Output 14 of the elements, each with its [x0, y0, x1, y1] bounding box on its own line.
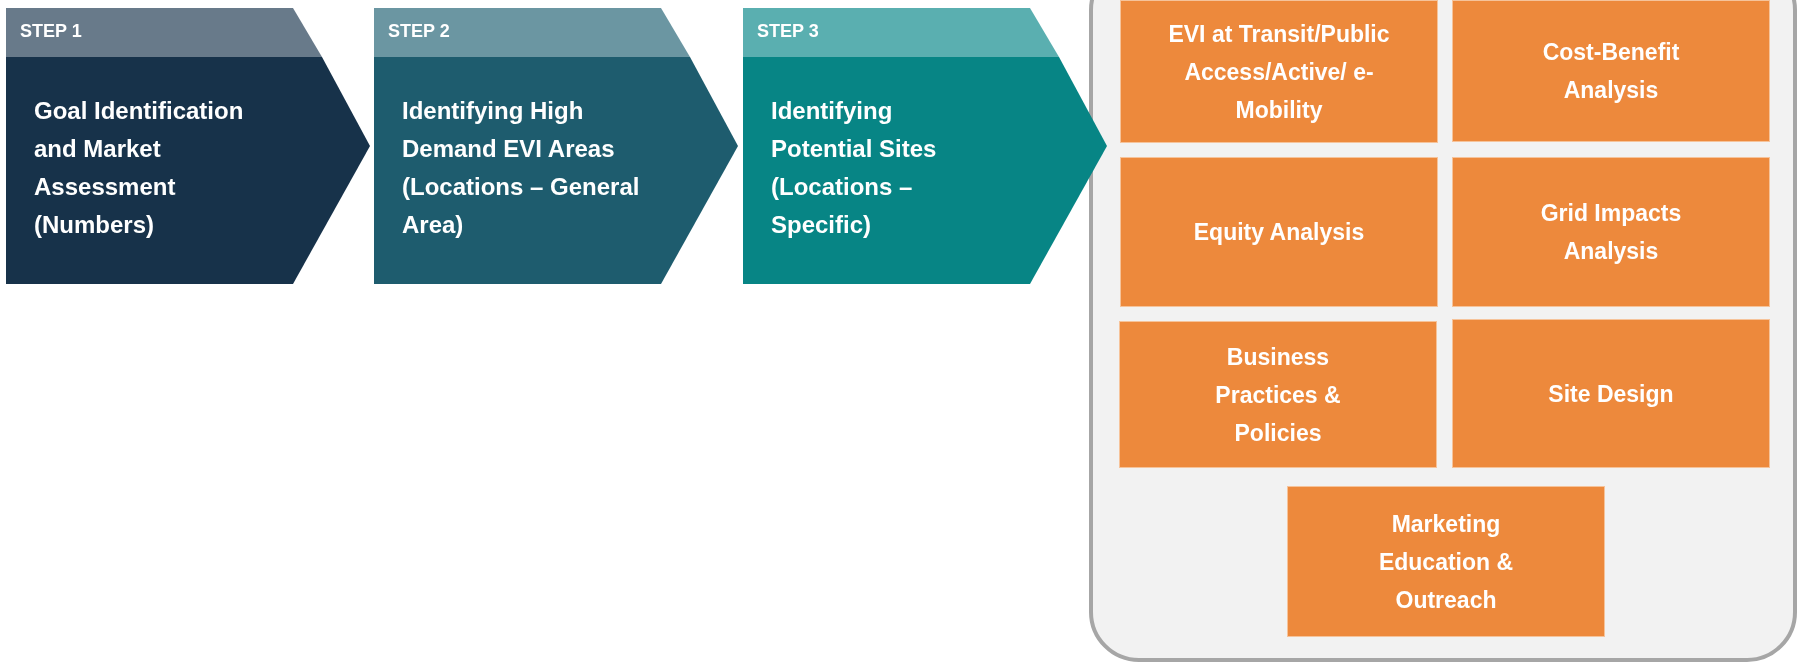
rounded-panel: [1089, 0, 1797, 662]
topic-box: Equity Analysis: [1120, 157, 1438, 307]
step-label: STEP 1: [20, 21, 82, 42]
step-label: STEP 3: [757, 21, 819, 42]
topic-box: Grid Impacts Analysis: [1452, 157, 1770, 307]
topic-box: EVI at Transit/Public Access/Active/ e-Mobility: [1120, 0, 1438, 143]
step-description: Identifying Potential Sites (Locations – Specific): [771, 96, 938, 240]
topic-box: Marketing Education & Outreach: [1287, 486, 1605, 637]
topic-box: Site Design: [1452, 319, 1770, 468]
topic-box: Business Practices & Policies: [1119, 321, 1437, 468]
topic-box: Cost-Benefit Analysis: [1452, 0, 1770, 142]
step-description: Identifying High Demand EVI Areas (Locations – General Area): [402, 96, 641, 240]
step-description: Goal Identification and Market Assessment (Numbers): [34, 96, 245, 240]
step-label: STEP 2: [388, 21, 450, 42]
